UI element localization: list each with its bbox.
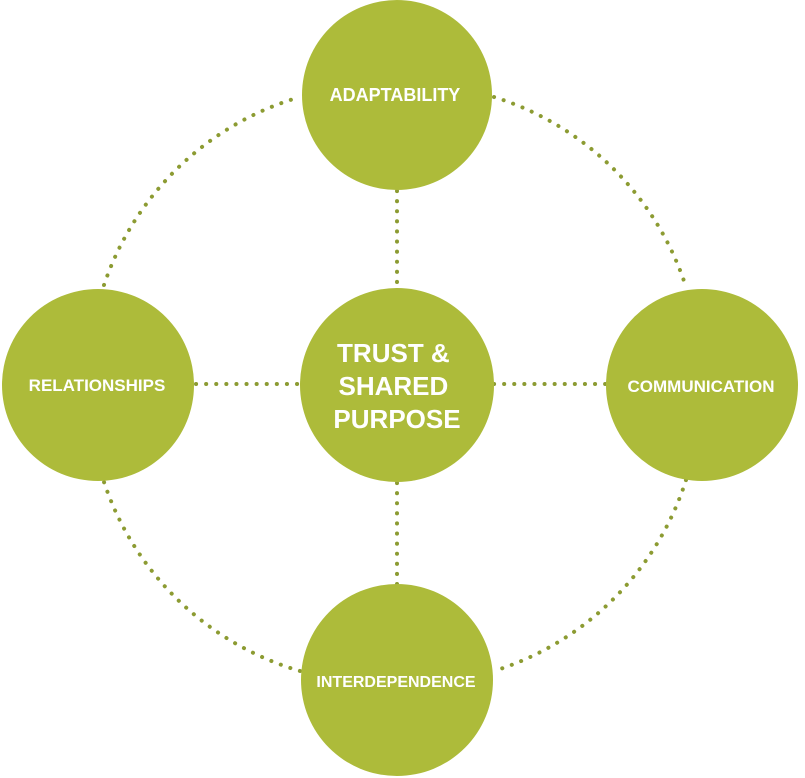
node-left: RELATIONSHIPS (2, 289, 194, 481)
node-top: ADAPTABILITY (302, 0, 492, 190)
node-top-circle (302, 0, 492, 190)
node-right: COMMUNICATION (606, 289, 798, 481)
node-right-label: COMMUNICATION (628, 377, 775, 396)
node-left-label: RELATIONSHIPS (29, 376, 166, 395)
node-center: TRUST & SHARED PURPOSE (300, 288, 494, 482)
arc-bottom-right (492, 478, 688, 673)
node-center-line-3: PURPOSE (333, 404, 460, 434)
node-top-label: ADAPTABILITY (330, 85, 461, 105)
arc-bottom-left (102, 480, 302, 673)
node-center-circle (300, 288, 494, 482)
node-center-label: TRUST & SHARED PURPOSE (333, 338, 460, 434)
node-right-circle (606, 289, 798, 481)
node-center-line-1: TRUST & (337, 338, 450, 368)
arc-top-right (492, 95, 688, 289)
node-bottom: INTERDEPENDENCE (301, 584, 493, 776)
outer-ring-arcs (102, 95, 688, 673)
inner-connectors (194, 189, 609, 587)
arc-top-left (102, 95, 302, 287)
node-center-line-2: SHARED (338, 371, 448, 401)
node-bottom-label: INTERDEPENDENCE (316, 674, 475, 691)
node-left-circle (2, 289, 194, 481)
node-bottom-circle (301, 584, 493, 776)
